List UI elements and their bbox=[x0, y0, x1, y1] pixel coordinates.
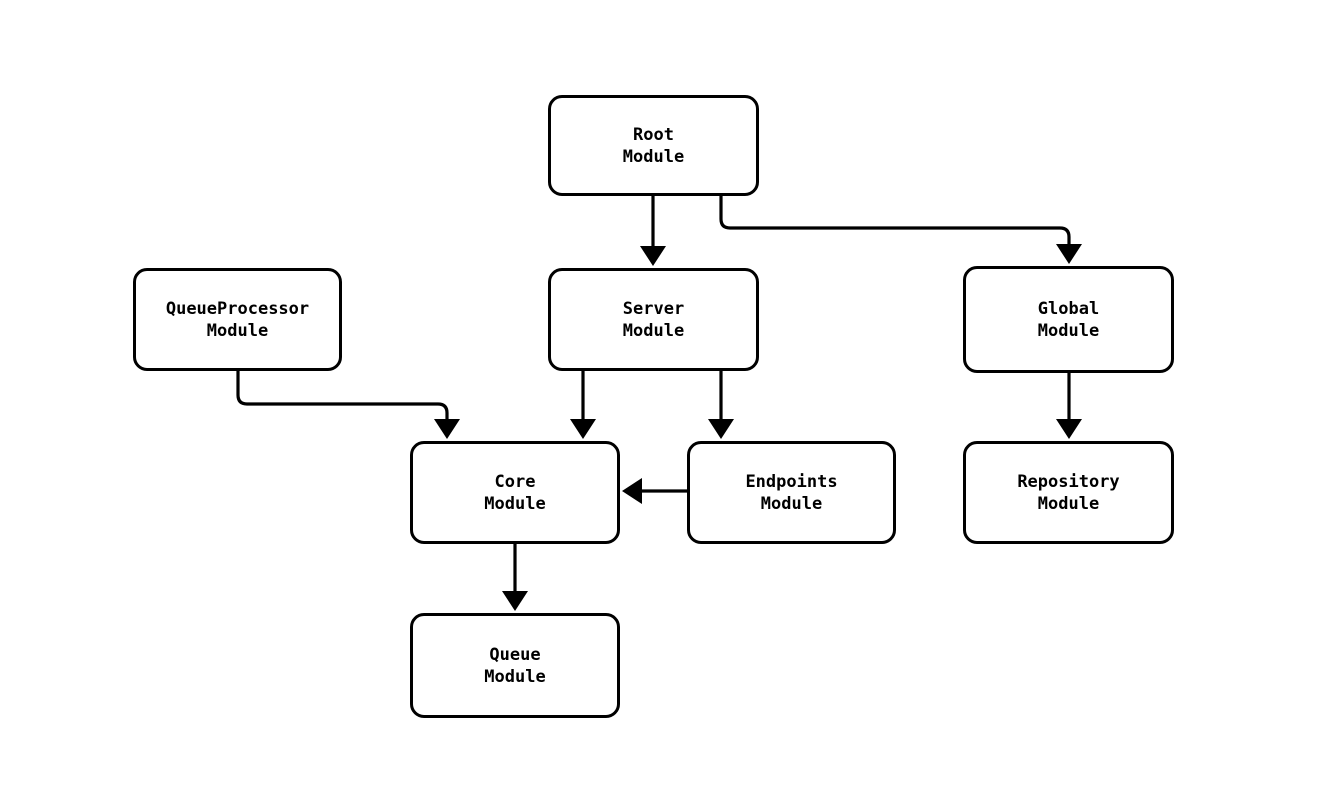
node-queue[interactable]: Queue Module bbox=[410, 613, 620, 718]
arrowhead-root-to-server bbox=[640, 246, 666, 266]
node-queue-line1: Queue bbox=[489, 644, 541, 665]
node-global-line1: Global bbox=[1037, 298, 1100, 319]
edge-root-to-global bbox=[719, 196, 1071, 256]
node-server-line1: Server bbox=[622, 298, 685, 319]
node-queue-line2: Module bbox=[484, 666, 546, 687]
node-core-line1: Core bbox=[494, 471, 536, 492]
node-server[interactable]: Server Module bbox=[548, 268, 759, 371]
node-root[interactable]: Root Module bbox=[548, 95, 759, 196]
node-queueprocessor-line2: Module bbox=[206, 320, 269, 341]
node-global-line2: Module bbox=[1037, 320, 1100, 341]
node-root-line2: Module bbox=[622, 146, 685, 167]
node-global[interactable]: Global Module bbox=[963, 266, 1174, 373]
node-root-line1: Root bbox=[633, 124, 674, 145]
edge-queueprocessor-to-core bbox=[236, 371, 449, 431]
node-queueprocessor[interactable]: QueueProcessor Module bbox=[133, 268, 342, 371]
node-core-line2: Module bbox=[484, 493, 546, 514]
node-endpoints[interactable]: Endpoints Module bbox=[687, 441, 896, 544]
arrowhead-server-to-endpoints bbox=[708, 419, 734, 439]
arrowhead-global-to-repository bbox=[1056, 419, 1082, 439]
arrowhead-queueprocessor-to-core bbox=[434, 419, 460, 439]
arrowhead-endpoints-to-core bbox=[622, 478, 642, 504]
node-queueprocessor-line1: QueueProcessor bbox=[165, 298, 310, 319]
node-server-line2: Module bbox=[622, 320, 685, 341]
node-repository-line1: Repository bbox=[1017, 471, 1120, 492]
node-repository[interactable]: Repository Module bbox=[963, 441, 1174, 544]
node-core[interactable]: Core Module bbox=[410, 441, 620, 544]
arrowhead-root-to-global bbox=[1056, 244, 1082, 264]
node-endpoints-line1: Endpoints bbox=[745, 471, 838, 492]
node-endpoints-line2: Module bbox=[760, 493, 823, 514]
node-repository-line2: Module bbox=[1037, 493, 1100, 514]
arrowhead-server-to-core bbox=[570, 419, 596, 439]
arrowhead-core-to-queue bbox=[502, 591, 528, 611]
